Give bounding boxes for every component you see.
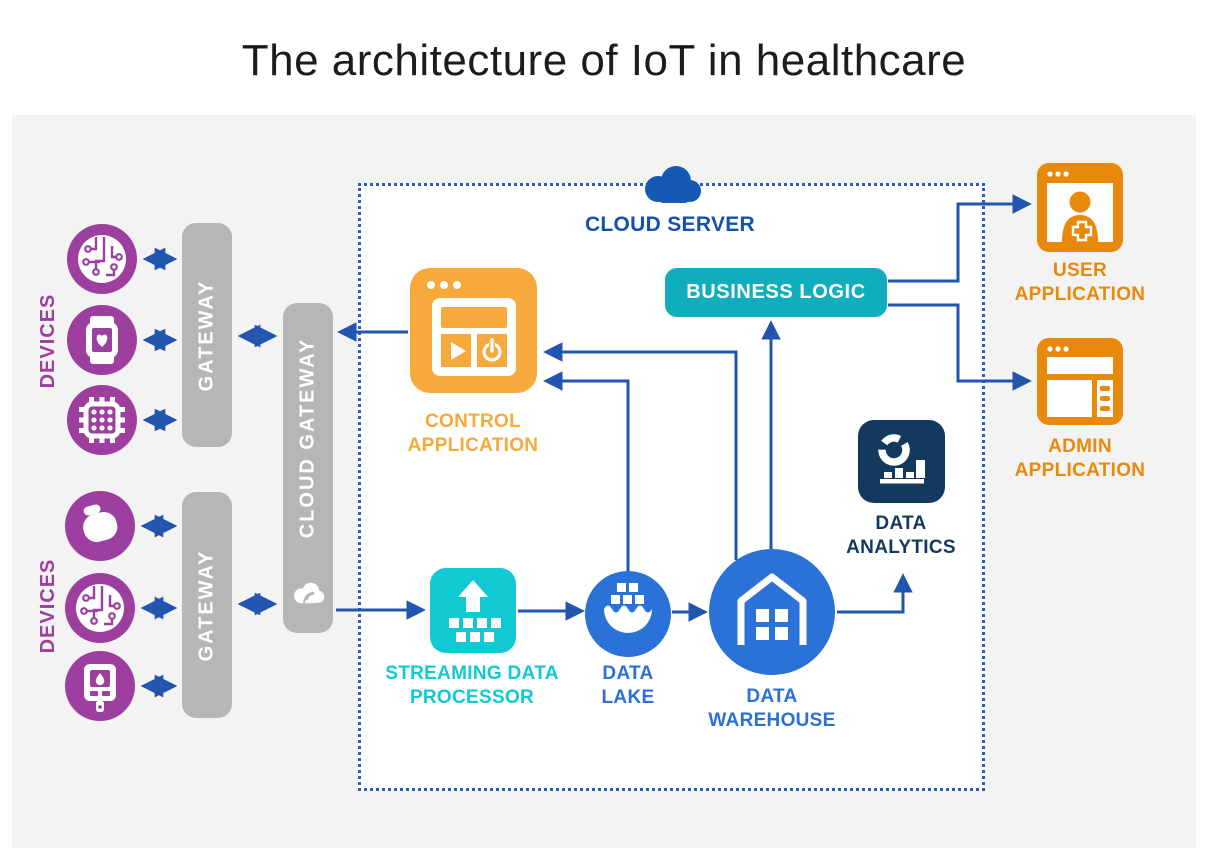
device-mouse [65,491,135,561]
cloud-server-label: CLOUD SERVER [584,213,756,236]
gateway-bottom-bar: GATEWAY [182,492,232,718]
business-logic-node: BUSINESS LOGIC [665,268,887,317]
microchip-icon [79,397,125,443]
data-warehouse-label: DATA WAREHOUSE [708,686,836,731]
data-warehouse-node [709,549,835,675]
device-circuit-bottom [65,573,135,643]
admin-application-label: ADMIN APPLICATION [1014,436,1146,481]
gateway-top-label: GATEWAY [195,279,218,391]
device-circuit-top [67,224,137,294]
gateway-top-bar: GATEWAY [182,223,232,447]
streaming-data-processor-label: STREAMING DATA PROCESSOR [385,663,559,708]
user-application-node [1037,163,1123,257]
devices-top-label: DEVICES [37,293,59,389]
upload-stream-icon [430,568,516,653]
user-application-label: USER APPLICATION [1014,260,1146,305]
circuit-board-icon [78,235,126,283]
donut-bar-chart-icon [858,420,945,503]
devices-bottom-label: DEVICES [37,558,59,654]
control-application-label: CONTROL APPLICATION [407,411,539,456]
cloud-server-node [634,158,710,213]
cloud-gateway-label: CLOUD GATEWAY [296,338,319,539]
device-glucometer [65,651,135,721]
business-logic-label: BUSINESS LOGIC [686,281,866,303]
warehouse-icon [737,573,807,645]
admin-application-node [1037,338,1123,430]
data-analytics-node [858,420,945,508]
circuit-board-icon [76,584,124,632]
browser-controls-icon [410,268,537,393]
gateway-bottom-label: GATEWAY [195,549,218,661]
device-microchip [67,385,137,455]
data-lake-node [585,571,671,657]
admin-panel-window-icon [1037,338,1123,425]
smartwatch-heart-icon [86,316,118,364]
streaming-data-processor-node [430,568,516,658]
glucometer-icon [84,664,116,712]
data-lake-label: DATA LAKE [601,663,655,708]
page-title: The architecture of IoT in healthcare [241,36,967,85]
cloud-icon [645,166,701,203]
cloud-signal-icon [294,582,325,604]
mouse-device-icon [83,504,118,542]
cloud-gateway-bar: CLOUD GATEWAY [283,303,333,633]
data-analytics-label: DATA ANALYTICS [846,513,956,558]
lake-containers-icon [604,583,652,633]
control-application-node [410,268,537,398]
medical-user-window-icon [1037,163,1123,252]
device-smartwatch [67,305,137,375]
